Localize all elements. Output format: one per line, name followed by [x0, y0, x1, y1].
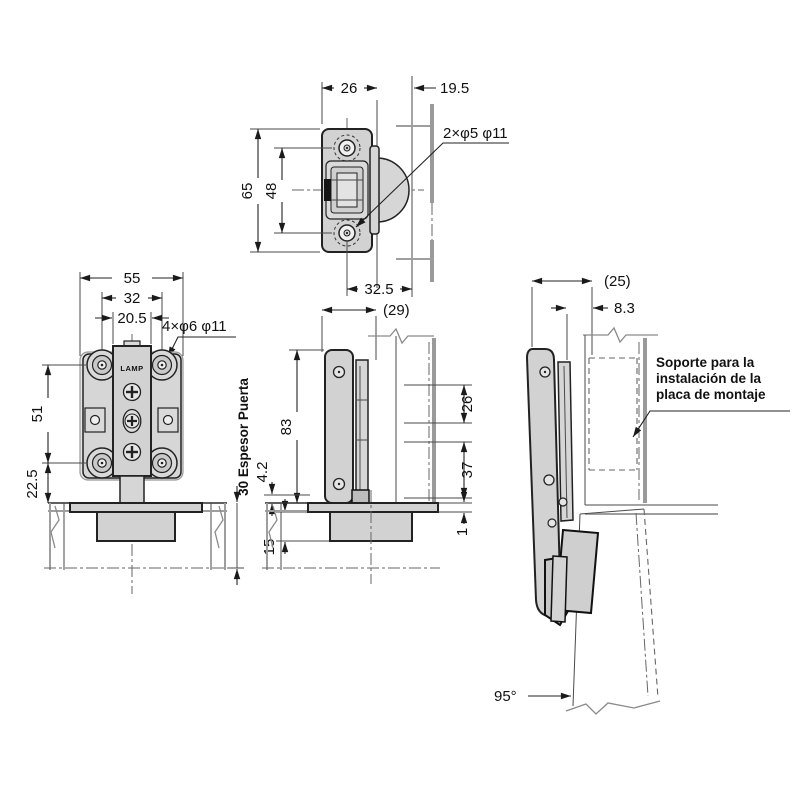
mounting-plate-support-hidden [588, 357, 638, 471]
hinge-cup-front [96, 511, 176, 542]
fixing-washers [86, 349, 178, 479]
label-door-thickness: 30 Espesor Puerta [236, 378, 251, 496]
dim-8-3: 8.3 [614, 300, 635, 317]
cup-flange-open [550, 555, 568, 623]
cup-flange-side [307, 502, 439, 513]
dim-48: 48 [263, 183, 280, 200]
dim-15: 15 [261, 539, 278, 556]
door-open [550, 508, 661, 715]
dim-1: 1 [454, 528, 471, 536]
note-soporte-line2: instalación de la [656, 371, 762, 386]
side-view-open: (25) 8.3 [494, 273, 790, 715]
door-section-front [44, 502, 232, 570]
note-soporte-line1: Soporte para la [656, 355, 755, 370]
side-view-closed: (29) 83 4.2 15 [254, 302, 476, 584]
dim-26: 26 [341, 80, 358, 97]
adjustment-screws [122, 382, 142, 462]
dim-95deg: 95° [494, 688, 517, 705]
dim-26-plate: 26 [459, 396, 476, 413]
hinge-mechanism-top [324, 160, 369, 220]
label-4xphi6: 4×φ6 φ11 [162, 318, 227, 335]
brand-logo: LAMP [120, 364, 143, 373]
hinge-cup-top [376, 157, 410, 223]
plate-screw-hole-top [333, 134, 361, 162]
dim-37: 37 [459, 462, 476, 479]
dim-65: 65 [239, 183, 256, 200]
top-view: 26 19.5 65 48 32.5 2×φ5 φ11 [239, 76, 509, 298]
dim-20-5: 20.5 [117, 310, 146, 327]
front-view: 55 32 20.5 4×φ6 φ11 [24, 270, 251, 594]
dim-25: (25) [604, 273, 631, 290]
dim-83: 83 [278, 419, 295, 436]
dim-19-5: 19.5 [440, 80, 469, 97]
dim-22-5: 22.5 [24, 469, 41, 498]
dim-4-2: 4.2 [254, 462, 271, 483]
label-2xphi5: 2×φ5 φ11 [443, 125, 508, 142]
note-soporte-line3: placa de montaje [656, 387, 766, 402]
dim-29: (29) [383, 302, 410, 319]
dim-32: 32 [124, 290, 141, 307]
dim-32-5: 32.5 [364, 281, 393, 298]
cup-flange-front [69, 502, 203, 513]
door-section-side [262, 490, 440, 584]
dim-55: 55 [124, 270, 141, 287]
dim-51: 51 [29, 406, 46, 423]
